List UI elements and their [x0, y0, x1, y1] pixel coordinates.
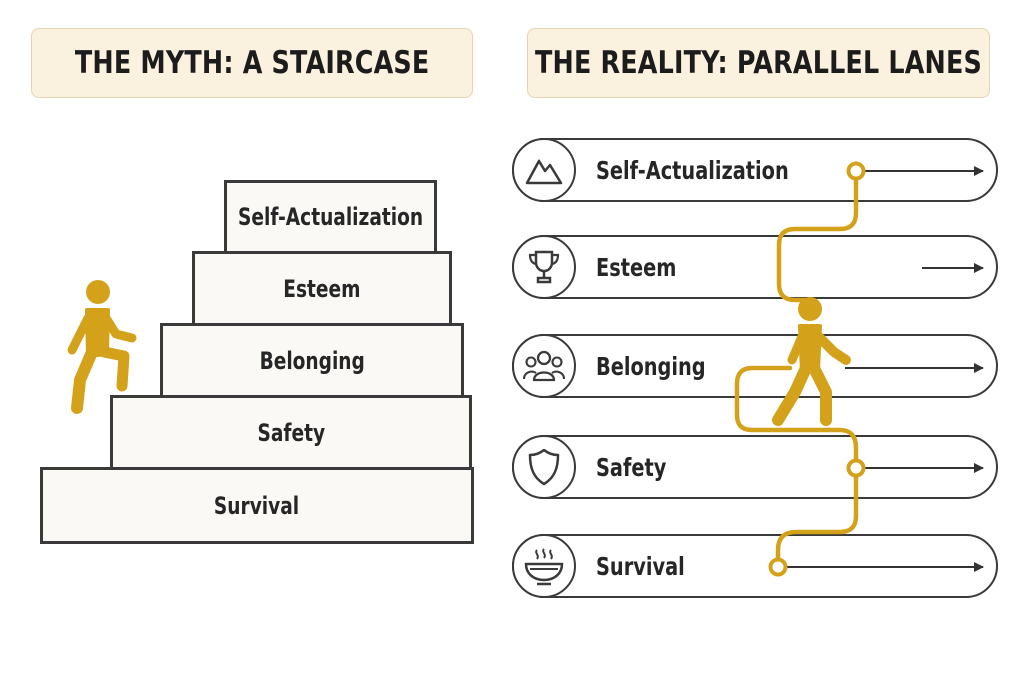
climbing-person-icon	[67, 280, 137, 414]
lane-label: Self-Actualization	[596, 155, 789, 185]
reality-title: THE REALITY: PARALLEL LANES	[535, 45, 982, 81]
staircase-step-belonging: Belonging	[160, 323, 464, 398]
lane-label: Safety	[596, 452, 667, 482]
lane-label: Belonging	[596, 351, 706, 381]
trophy-icon	[512, 235, 576, 299]
lane-safety: Safety	[512, 435, 998, 499]
step-label: Belonging	[259, 346, 365, 375]
step-label: Safety	[257, 418, 325, 447]
lane-label: Survival	[596, 551, 685, 581]
lane-survival: Survival	[512, 534, 998, 598]
lane-label: Esteem	[596, 252, 677, 282]
lane-self-actualization: Self-Actualization	[512, 138, 998, 202]
lane-belonging: Belonging	[512, 334, 998, 398]
step-label: Esteem	[283, 274, 361, 303]
people-icon	[512, 334, 576, 398]
staircase-step-survival: Survival	[40, 467, 474, 544]
myth-title: THE MYTH: A STAIRCASE	[74, 45, 430, 81]
reality-title-banner: THE REALITY: PARALLEL LANES	[527, 28, 990, 98]
staircase-step-safety: Safety	[110, 395, 472, 470]
staircase-step-self-actualization: Self-Actualization	[224, 180, 437, 254]
bowl-icon	[512, 534, 576, 598]
lane-esteem: Esteem	[512, 235, 998, 299]
shield-icon	[512, 435, 576, 499]
myth-title-banner: THE MYTH: A STAIRCASE	[31, 28, 473, 98]
mountain-icon	[512, 138, 576, 202]
step-label: Self-Actualization	[237, 203, 424, 231]
staircase-step-esteem: Esteem	[192, 251, 452, 326]
step-label: Survival	[214, 491, 300, 520]
